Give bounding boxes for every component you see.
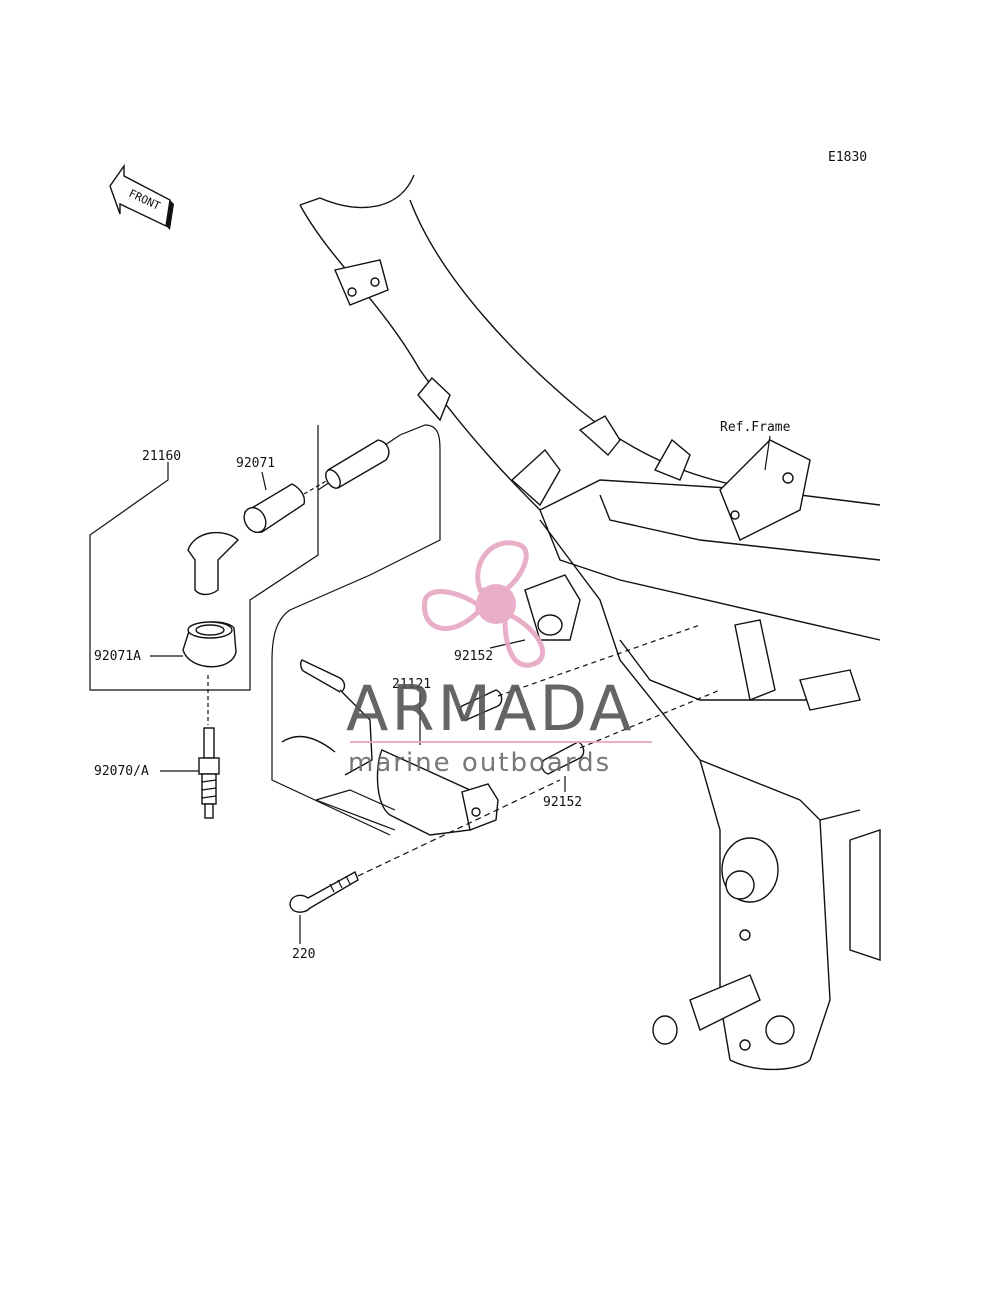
part-label-92152-upper: 92152 <box>454 649 493 664</box>
ignition-coil-part <box>281 659 499 836</box>
part-label-21121: 21121 <box>392 677 431 692</box>
part-label-21160: 21160 <box>142 449 181 464</box>
front-arrow-icon: FRONT <box>109 163 174 230</box>
part-label-92071: 92071 <box>236 456 275 471</box>
hose-tube-part <box>325 439 390 489</box>
propeller-icon <box>421 540 545 668</box>
part-label-92070A: 92070/A <box>94 764 149 779</box>
spacer-upper-part <box>459 689 503 721</box>
ref-frame-label: Ref.Frame <box>720 420 791 435</box>
motorcycle-frame <box>299 174 881 1071</box>
diagram-code: E1830 <box>828 150 867 165</box>
spacer-lower-part <box>541 741 585 775</box>
watermark-title: ARMADA <box>346 672 634 745</box>
part-label-220: 220 <box>292 947 315 962</box>
watermark-subtitle: marine outboards <box>348 748 611 778</box>
coil-assembly-bracket <box>89 424 441 836</box>
spark-plug-boot <box>187 531 240 596</box>
cap-seal-part <box>182 621 237 668</box>
armada-watermark-logo: ARMADA marine outboards <box>346 540 652 778</box>
plug-cap-part <box>243 483 306 534</box>
part-label-92071A: 92071A <box>94 649 141 664</box>
part-label-92152-lower: 92152 <box>543 795 582 810</box>
bolt-part <box>289 870 359 913</box>
spark-plug-part <box>198 727 220 819</box>
